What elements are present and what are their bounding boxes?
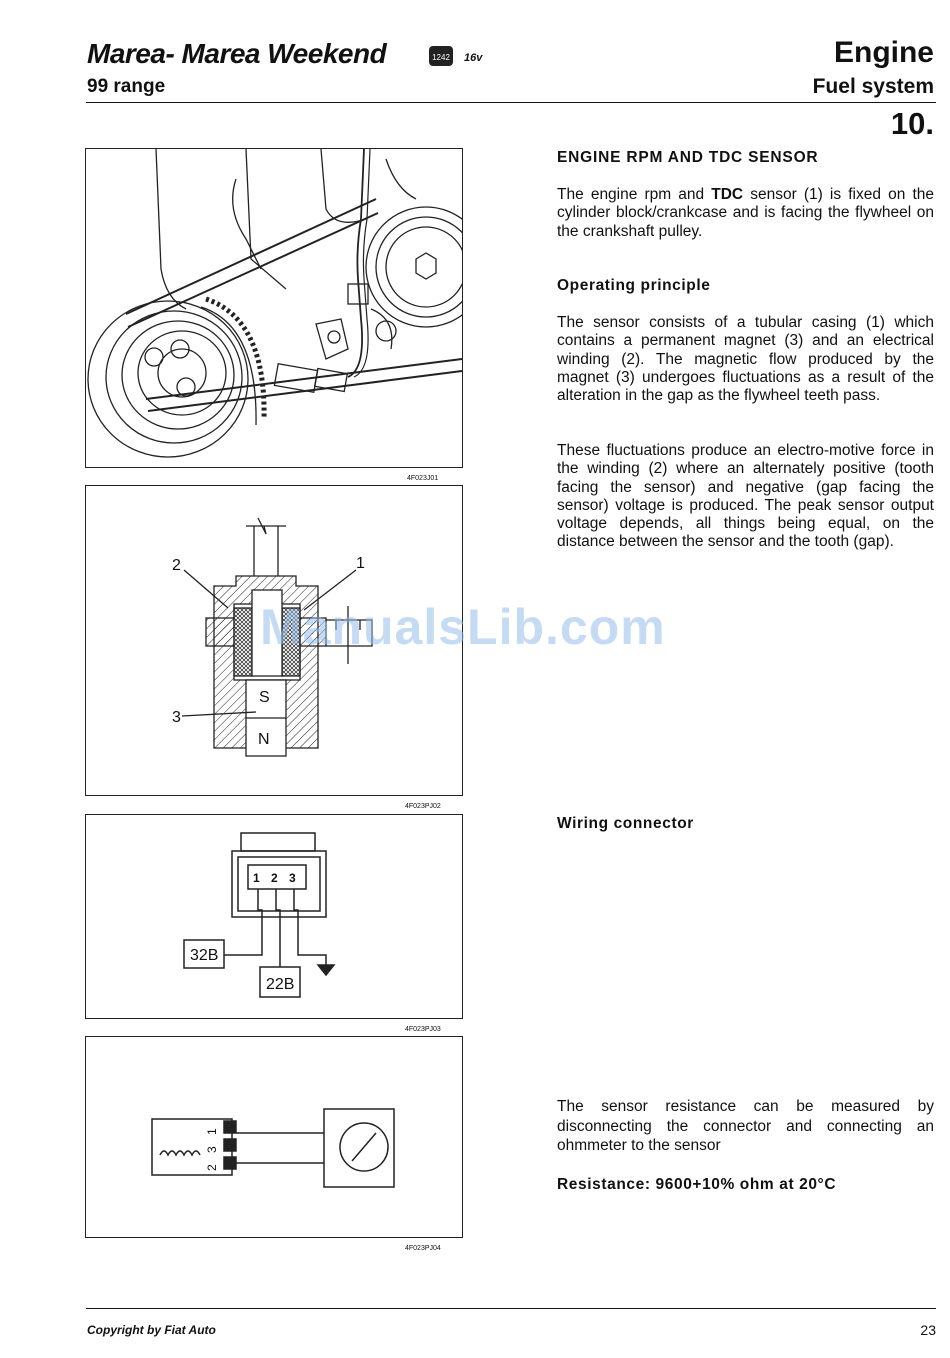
subsection-title: Fuel system: [812, 75, 934, 98]
wire-label-3: 3: [205, 1146, 219, 1153]
pin-3: 3: [289, 871, 296, 885]
wiring-connector-diagram: 1 2 3 32B 22B: [183, 832, 336, 998]
magnet-north-label: N: [258, 731, 270, 748]
page-number: 23: [920, 1322, 936, 1338]
intro-text-b: sensor (1) is fixed on the cylinder bloc…: [557, 186, 934, 240]
label-1: 1: [356, 555, 365, 572]
header-divider: [86, 102, 936, 103]
resistance-paragraph: The sensor resistance can be measured by…: [557, 1098, 934, 1154]
intro-tdc: TDC: [711, 186, 744, 203]
pin-1: 1: [253, 871, 260, 885]
figure-ohmmeter: 1 3 2: [85, 1036, 463, 1238]
wiring-connector-heading: Wiring connector: [557, 815, 694, 832]
resistance-spec: Resistance: 9600+10% ohm at 20°C: [557, 1176, 836, 1194]
figure-code-1: 4F023J01: [407, 475, 439, 482]
document-title: Marea- Marea Weekend: [87, 38, 387, 69]
intro-paragraph: The engine rpm and TDC sensor (1) is fix…: [557, 186, 934, 241]
ecu-pin-32b: 32B: [190, 947, 218, 964]
label-2: 2: [172, 557, 181, 574]
figure-sensor-section: 2 1 3 S N: [85, 485, 463, 796]
figure-engine-pulley: [85, 148, 463, 468]
resistance-value: 9600+10%: [655, 1176, 735, 1193]
resistance-unit: ohm at 20°C: [734, 1176, 837, 1193]
section-number: 10.: [890, 106, 934, 141]
operating-principle-heading: Operating principle: [557, 277, 711, 294]
copyright: Copyright by Fiat Auto: [87, 1323, 216, 1337]
watermark: ManualsLib.com: [260, 599, 666, 655]
resistance-label: Resistance:: [557, 1176, 656, 1193]
wire-label-2: 2: [205, 1164, 219, 1171]
footer-divider: [86, 1308, 936, 1309]
wire-label-1: 1: [205, 1128, 219, 1135]
section-title: Engine: [833, 36, 934, 69]
engine-code: 16v: [464, 52, 483, 64]
ecu-pin-22b: 22B: [266, 976, 294, 993]
engine-badge-icon: 1242: [428, 44, 454, 68]
figure-code-2: 4F023PJ02: [405, 803, 441, 810]
magnet-south-label: S: [259, 689, 270, 706]
figure-wiring-connector: 1 2 3 32B 22B: [85, 814, 463, 1019]
figure-code-4: 4F023PJ04: [405, 1245, 441, 1252]
operating-paragraph-1: The sensor consists of a tubular casing …: [557, 314, 934, 405]
figure-code-3: 4F023PJ03: [405, 1026, 441, 1033]
sensor-section-diagram: 2 1 3 S N: [172, 517, 373, 757]
engine-badge-text: 1242: [432, 53, 450, 62]
model-range: 99 range: [87, 76, 166, 97]
intro-text-a: The engine rpm and: [557, 186, 712, 203]
operating-paragraph-2: These fluctuations produce an electro-mo…: [557, 442, 934, 551]
ohmmeter-diagram: 1 3 2: [151, 1108, 395, 1188]
label-3: 3: [172, 709, 181, 726]
pin-2: 2: [271, 871, 278, 885]
engine-pulley-illustration: [87, 149, 462, 458]
section-heading: ENGINE RPM AND TDC SENSOR: [557, 149, 819, 166]
